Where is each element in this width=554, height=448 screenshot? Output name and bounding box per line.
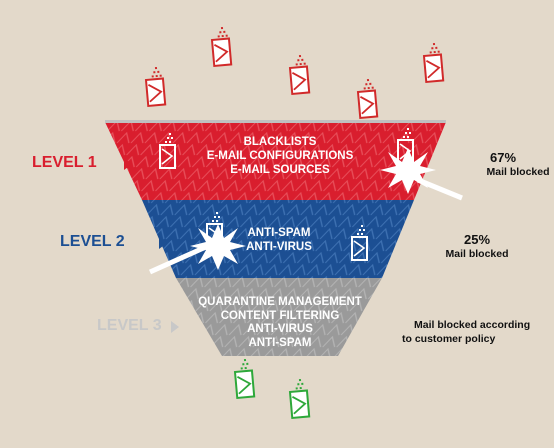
funnel-tier-1 [105, 122, 446, 200]
tier-1-line: E-MAIL CONFIGURATIONS [206, 150, 354, 162]
tier-1-text: BLACKLISTS E-MAIL CONFIGURATIONS E-MAIL … [180, 135, 380, 177]
tier-3-line: QUARANTINE MANAGEMENT [198, 296, 362, 308]
level-1-label: LEVEL 1 [32, 154, 97, 171]
envelope-icon [357, 78, 379, 119]
level-2-stat: 25% Mail blocked [432, 232, 522, 261]
tier-2-text: ANTI-SPAM ANTI-VIRUS [224, 226, 334, 254]
policy-line: Mail blocked according [414, 319, 531, 331]
arrow-right-icon [159, 237, 167, 249]
envelope-icon [211, 26, 233, 67]
explosion-icon [148, 224, 246, 275]
tier-1-line: BLACKLISTS [243, 136, 317, 148]
funnel-tier-3 [176, 278, 382, 356]
arrow-right-icon [124, 158, 132, 170]
envelope-icon [234, 358, 256, 399]
policy-line: to customer policy [402, 333, 496, 345]
tier-3-text: QUARANTINE MANAGEMENT CONTENT FILTERING … [190, 296, 370, 350]
arrow-right-icon [171, 321, 179, 333]
funnel-tier-2 [142, 200, 414, 278]
tier-2-line: ANTI-VIRUS [246, 241, 312, 253]
tier-3-line: CONTENT FILTERING [220, 309, 340, 322]
explosion-icon [380, 148, 463, 201]
level-1-stat-text: Mail blocked [486, 166, 550, 178]
envelope-icon [423, 42, 445, 83]
envelope-icon [145, 66, 167, 107]
level-3-policy: Mail blocked according to customer polic… [402, 318, 530, 346]
tier-3-line: ANTI-SPAM [248, 336, 312, 349]
level-2-stat-text: Mail blocked [445, 248, 509, 260]
level-1-stat: 67% Mail blocked [482, 150, 554, 179]
level-2-label: LEVEL 2 [60, 233, 125, 250]
envelope-icon [289, 54, 311, 95]
funnel-rim [105, 120, 446, 123]
level-1-percent: 67% [489, 150, 517, 165]
level-3-label: LEVEL 3 [97, 317, 162, 334]
tier-2-line: ANTI-SPAM [247, 227, 311, 239]
tier-1-line: E-MAIL SOURCES [230, 164, 330, 176]
tier-3-line: ANTI-VIRUS [247, 323, 313, 335]
level-2-percent: 25% [463, 232, 491, 247]
envelope-icon [289, 378, 311, 419]
